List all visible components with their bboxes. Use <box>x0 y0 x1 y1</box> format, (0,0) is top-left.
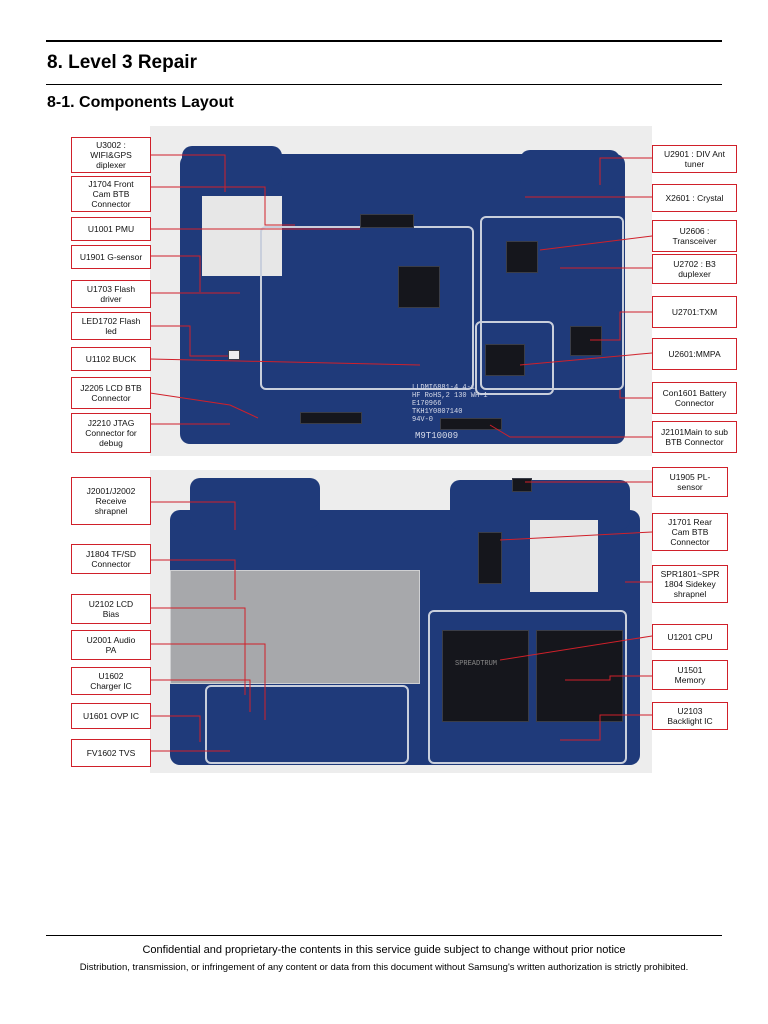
label-j2001: J2001/J2002 Receive shrapnel <box>71 477 151 525</box>
footer-confidential: Confidential and proprietary-the content… <box>142 944 626 956</box>
section-title: 8. Level 3 Repair <box>47 52 197 73</box>
label-u1102: U1102 BUCK <box>71 347 151 371</box>
label-u2001: U2001 Audio PA <box>71 630 151 660</box>
bottom-board-ear-left <box>190 478 320 528</box>
mmpa-chip <box>485 344 525 376</box>
lcd-btb-connector <box>300 412 362 424</box>
pl-sensor <box>512 478 532 492</box>
board-model-number: M9T10009 <box>415 431 459 441</box>
section-rule <box>46 84 722 85</box>
board-silkscreen: LLDMI6881-4 4-1 HF RoHS,2 130 WH-1 E1709… <box>412 384 488 424</box>
cpu-chip <box>442 630 529 722</box>
label-fv1602: FV1602 TVS <box>71 739 151 767</box>
label-u2701: U2701:TXM <box>652 296 737 328</box>
label-j1804: J1804 TF/SD Connector <box>71 544 151 574</box>
cpu-marking: SPREADTRUM <box>455 660 498 668</box>
subsection-title: 8-1. Components Layout <box>47 94 234 111</box>
label-u2103: U2103 Backlight IC <box>652 702 728 730</box>
label-u1703: U1703 Flash driver <box>71 280 151 308</box>
label-j1701: J1701 Rear Cam BTB Connector <box>652 513 728 551</box>
txm-chip <box>570 326 602 356</box>
label-u1905: U1905 PL- sensor <box>652 467 728 497</box>
rear-cam-connector <box>478 532 502 584</box>
label-j1704: J1704 Front Cam BTB Connector <box>71 176 151 212</box>
top-board-photo: LLDMI6881-4 4-1 HF RoHS,2 130 WH-1 E1709… <box>150 126 652 456</box>
shield-outline-bottom-left <box>205 685 409 764</box>
sd-card-slot <box>170 570 420 684</box>
label-u1601: U1601 OVP IC <box>71 703 151 729</box>
label-u2102: U2102 LCD Bias <box>71 594 151 624</box>
label-led1702: LED1702 Flash led <box>71 312 151 340</box>
label-u1602: U1602 Charger IC <box>71 667 151 695</box>
rear-camera-cutout <box>530 520 598 592</box>
flash-led <box>228 350 240 360</box>
label-u1201: U1201 CPU <box>652 624 728 650</box>
top-rule <box>46 40 722 42</box>
label-u2702: U2702 : B3 duplexer <box>652 254 737 284</box>
transceiver-chip <box>506 241 538 273</box>
shield-outline-cpu <box>428 610 627 764</box>
memory-chip <box>536 630 623 722</box>
label-con1601: Con1601 Battery Connector <box>652 382 737 414</box>
label-u3002: U3002 : WIFI&GPS diplexer <box>71 137 151 173</box>
label-j2101: J2101Main to sub BTB Connector <box>652 421 737 453</box>
top-board-ear-right <box>520 150 620 190</box>
pmu-chip <box>398 266 440 308</box>
bottom-board-photo: SPREADTRUM <box>150 470 652 773</box>
btb-connector-top <box>360 214 414 228</box>
label-u1001: U1001 PMU <box>71 217 151 241</box>
label-u2901: U2901 : DIV Ant tuner <box>652 145 737 173</box>
label-j2205: J2205 LCD BTB Connector <box>71 377 151 409</box>
shield-outline-left <box>260 226 474 390</box>
top-board-ear-left <box>182 146 282 186</box>
label-x2601: X2601 : Crystal <box>652 184 737 212</box>
main-to-sub-connector <box>440 418 502 430</box>
footer-distribution: Distribution, transmission, or infringem… <box>79 962 689 973</box>
label-spr1801: SPR1801~SPR 1804 Sidekey shrapnel <box>652 565 728 603</box>
label-u1901: U1901 G-sensor <box>71 245 151 269</box>
label-u2601: U2601:MMPA <box>652 338 737 370</box>
label-u2606: U2606 : Transceiver <box>652 220 737 252</box>
label-u1501: U1501 Memory <box>652 660 728 690</box>
footer-rule <box>46 935 722 936</box>
label-j2210: J2210 JTAG Connector for debug <box>71 413 151 453</box>
